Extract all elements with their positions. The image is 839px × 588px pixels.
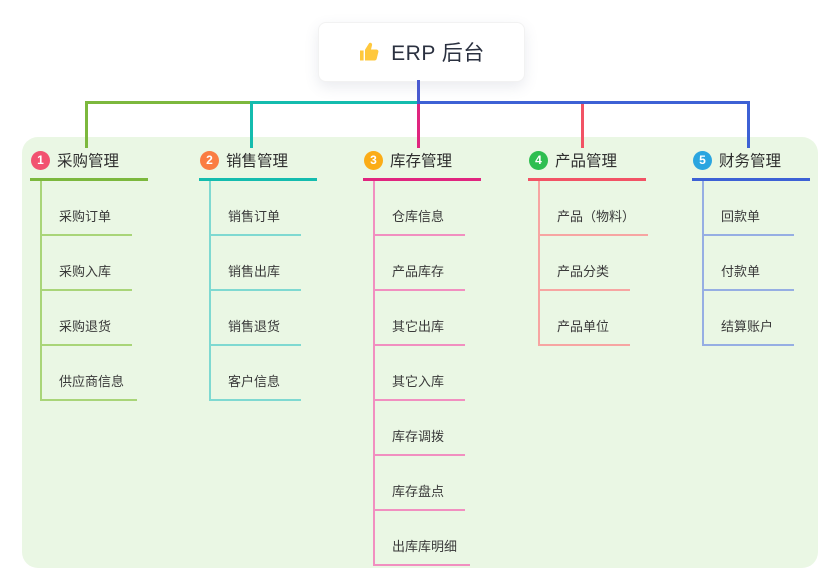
branch-title[interactable]: 3 库存管理 xyxy=(363,149,481,181)
branch-node: 3 库存管理 仓库信息产品库存其它出库其它入库库存调拨库存盘点出库库明细 xyxy=(363,149,481,566)
child-node[interactable]: 采购订单 xyxy=(42,181,132,236)
branch-children: 仓库信息产品库存其它出库其它入库库存调拨库存盘点出库库明细 xyxy=(373,181,471,566)
branch-title[interactable]: 5 财务管理 xyxy=(692,149,810,181)
branch-index-badge: 5 xyxy=(693,150,712,170)
branch-drop-line xyxy=(581,101,584,148)
child-node[interactable]: 其它入库 xyxy=(375,346,465,401)
branch-title[interactable]: 1 采购管理 xyxy=(30,149,148,181)
child-node[interactable]: 采购退货 xyxy=(42,291,132,346)
branch-node: 5 财务管理 回款单付款单结算账户 xyxy=(692,149,810,346)
branch-label: 库存管理 xyxy=(390,153,453,170)
child-node[interactable]: 其它出库 xyxy=(375,291,465,346)
child-node[interactable]: 仓库信息 xyxy=(375,181,465,236)
child-node[interactable]: 客户信息 xyxy=(211,346,301,401)
child-node[interactable]: 产品单位 xyxy=(540,291,630,346)
branch-drop-line xyxy=(250,101,253,148)
child-node[interactable]: 产品库存 xyxy=(375,236,465,291)
branch-children: 产品（物料）产品分类产品单位 xyxy=(538,181,649,346)
branch-index-badge: 4 xyxy=(529,150,548,170)
child-node[interactable]: 产品分类 xyxy=(540,236,630,291)
child-node[interactable]: 库存盘点 xyxy=(375,456,465,511)
child-node[interactable]: 采购入库 xyxy=(42,236,132,291)
child-node[interactable]: 供应商信息 xyxy=(42,346,138,401)
branch-bus-line xyxy=(417,101,750,104)
branch-index-badge: 1 xyxy=(31,150,50,170)
child-node[interactable]: 回款单 xyxy=(704,181,794,236)
branch-label: 采购管理 xyxy=(57,153,120,170)
branch-label: 财务管理 xyxy=(719,153,782,170)
branch-children: 销售订单销售出库销售退货客户信息 xyxy=(209,181,301,401)
branch-index-badge: 3 xyxy=(364,150,383,170)
root-node[interactable]: ERP 后台 xyxy=(318,22,525,82)
branch-children: 回款单付款单结算账户 xyxy=(702,181,794,346)
branch-drop-line xyxy=(85,101,88,148)
child-node[interactable]: 销售订单 xyxy=(211,181,301,236)
child-node[interactable]: 付款单 xyxy=(704,236,794,291)
child-node[interactable]: 出库库明细 xyxy=(375,511,471,566)
child-node[interactable]: 结算账户 xyxy=(704,291,794,346)
branch-title[interactable]: 4 产品管理 xyxy=(528,149,646,181)
branch-drop-line xyxy=(417,101,420,148)
branches-panel xyxy=(22,137,818,568)
branch-title[interactable]: 2 销售管理 xyxy=(199,149,317,181)
branch-drop-line xyxy=(747,101,750,148)
branch-node: 4 产品管理 产品（物料）产品分类产品单位 xyxy=(528,149,649,346)
branch-bus-line xyxy=(85,101,252,104)
branch-label: 销售管理 xyxy=(226,153,289,170)
branch-index-badge: 2 xyxy=(200,150,219,170)
branch-bus-line xyxy=(250,101,419,104)
child-node[interactable]: 销售出库 xyxy=(211,236,301,291)
child-node[interactable]: 产品（物料） xyxy=(540,181,649,236)
child-node[interactable]: 销售退货 xyxy=(211,291,301,346)
root-label: ERP 后台 xyxy=(391,42,485,65)
branch-node: 2 销售管理 销售订单销售出库销售退货客户信息 xyxy=(199,149,317,401)
child-node[interactable]: 库存调拨 xyxy=(375,401,465,456)
root-connector-line xyxy=(417,80,420,104)
branch-node: 1 采购管理 采购订单采购入库采购退货供应商信息 xyxy=(30,149,148,401)
branch-label: 产品管理 xyxy=(555,153,618,170)
branch-children: 采购订单采购入库采购退货供应商信息 xyxy=(40,181,138,401)
thumbs-up-icon xyxy=(358,40,382,64)
